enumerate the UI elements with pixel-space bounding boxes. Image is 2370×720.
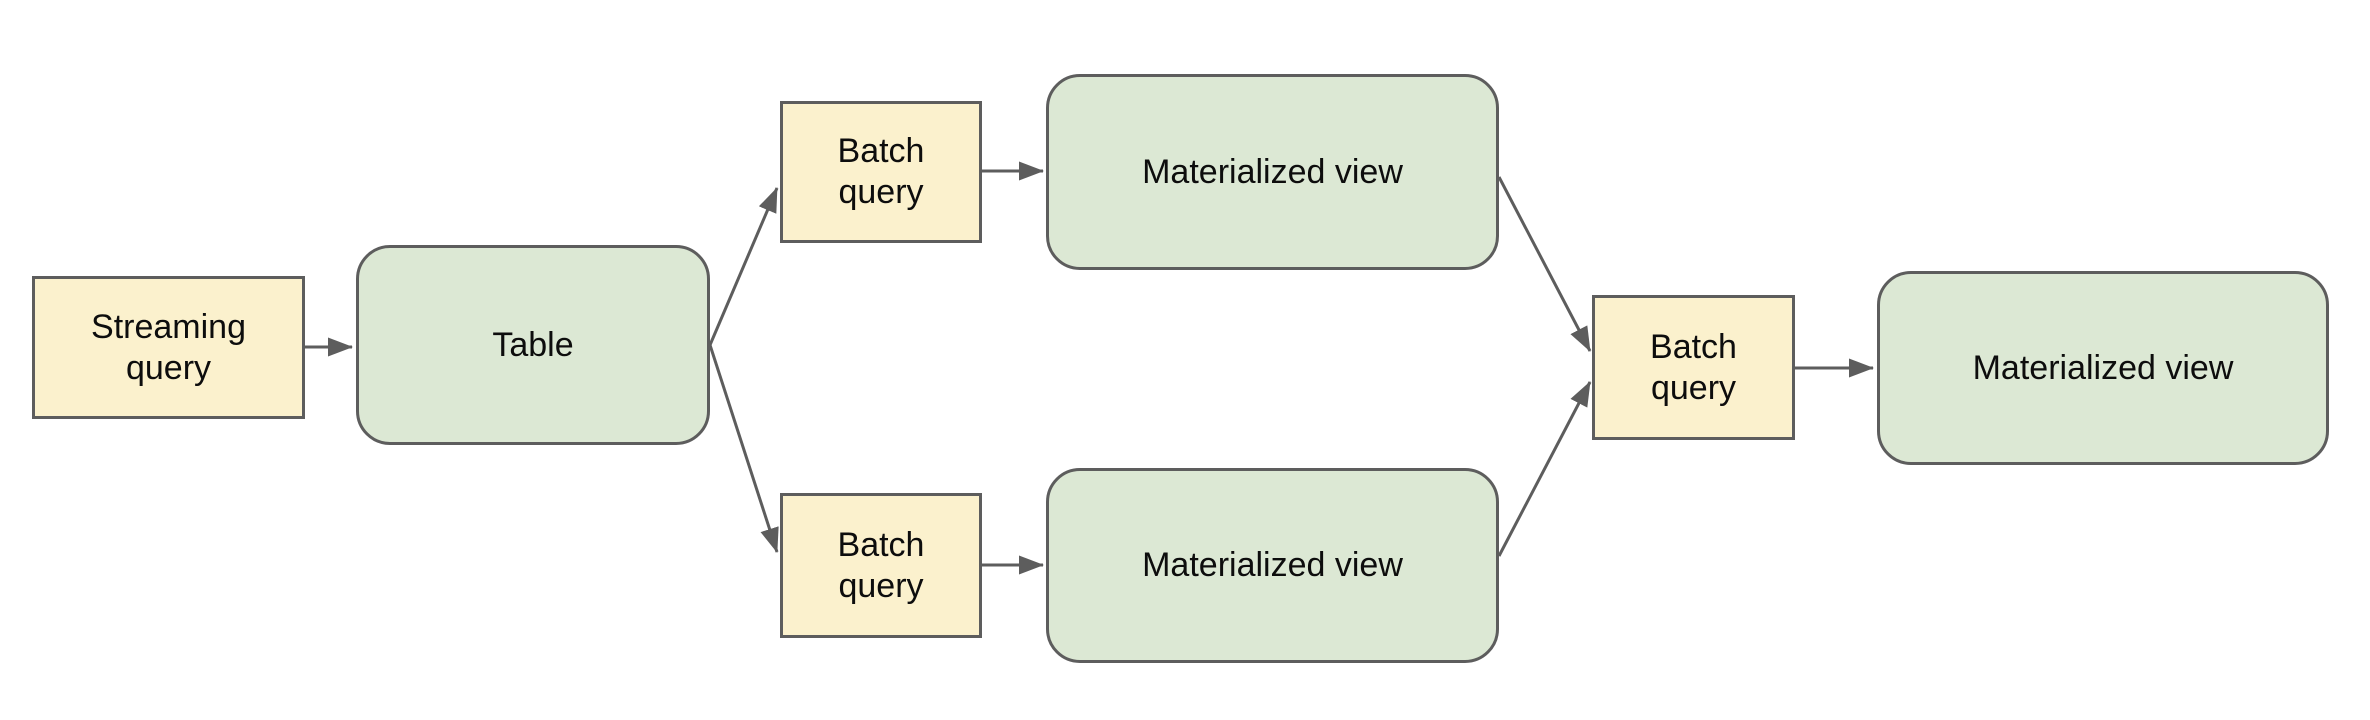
- node-materialized-view-final: Materialized view: [1877, 271, 2329, 465]
- node-materialized-view-final-label: Materialized view: [1972, 348, 2234, 387]
- edge-table-to-batch-query-bottom: [708, 344, 779, 553]
- node-streaming-query: Streaming query: [32, 276, 305, 419]
- node-batch-query-center: Batch query: [1592, 295, 1795, 440]
- node-materialized-view-top: Materialized view: [1046, 74, 1499, 270]
- node-batch-query-center-label: Batch query: [1650, 327, 1737, 407]
- node-materialized-view-top-label: Materialized view: [1142, 152, 1403, 191]
- edge-table-to-batch-query-top: [708, 187, 779, 346]
- node-table: Table: [356, 245, 710, 445]
- edge-materialized-view-bottom-to-batch-query-center: [1497, 381, 1592, 557]
- node-batch-query-bottom-label: Batch query: [837, 525, 925, 605]
- node-table-label: Table: [492, 325, 574, 364]
- node-materialized-view-bottom: Materialized view: [1046, 468, 1499, 663]
- edge-materialized-view-top-to-batch-query-center: [1497, 176, 1592, 352]
- node-batch-query-top: Batch query: [780, 101, 982, 243]
- node-streaming-query-label: Streaming query: [91, 307, 246, 387]
- node-batch-query-top-label: Batch query: [837, 132, 925, 211]
- node-batch-query-bottom: Batch query: [780, 493, 982, 638]
- node-materialized-view-bottom-label: Materialized view: [1142, 546, 1403, 585]
